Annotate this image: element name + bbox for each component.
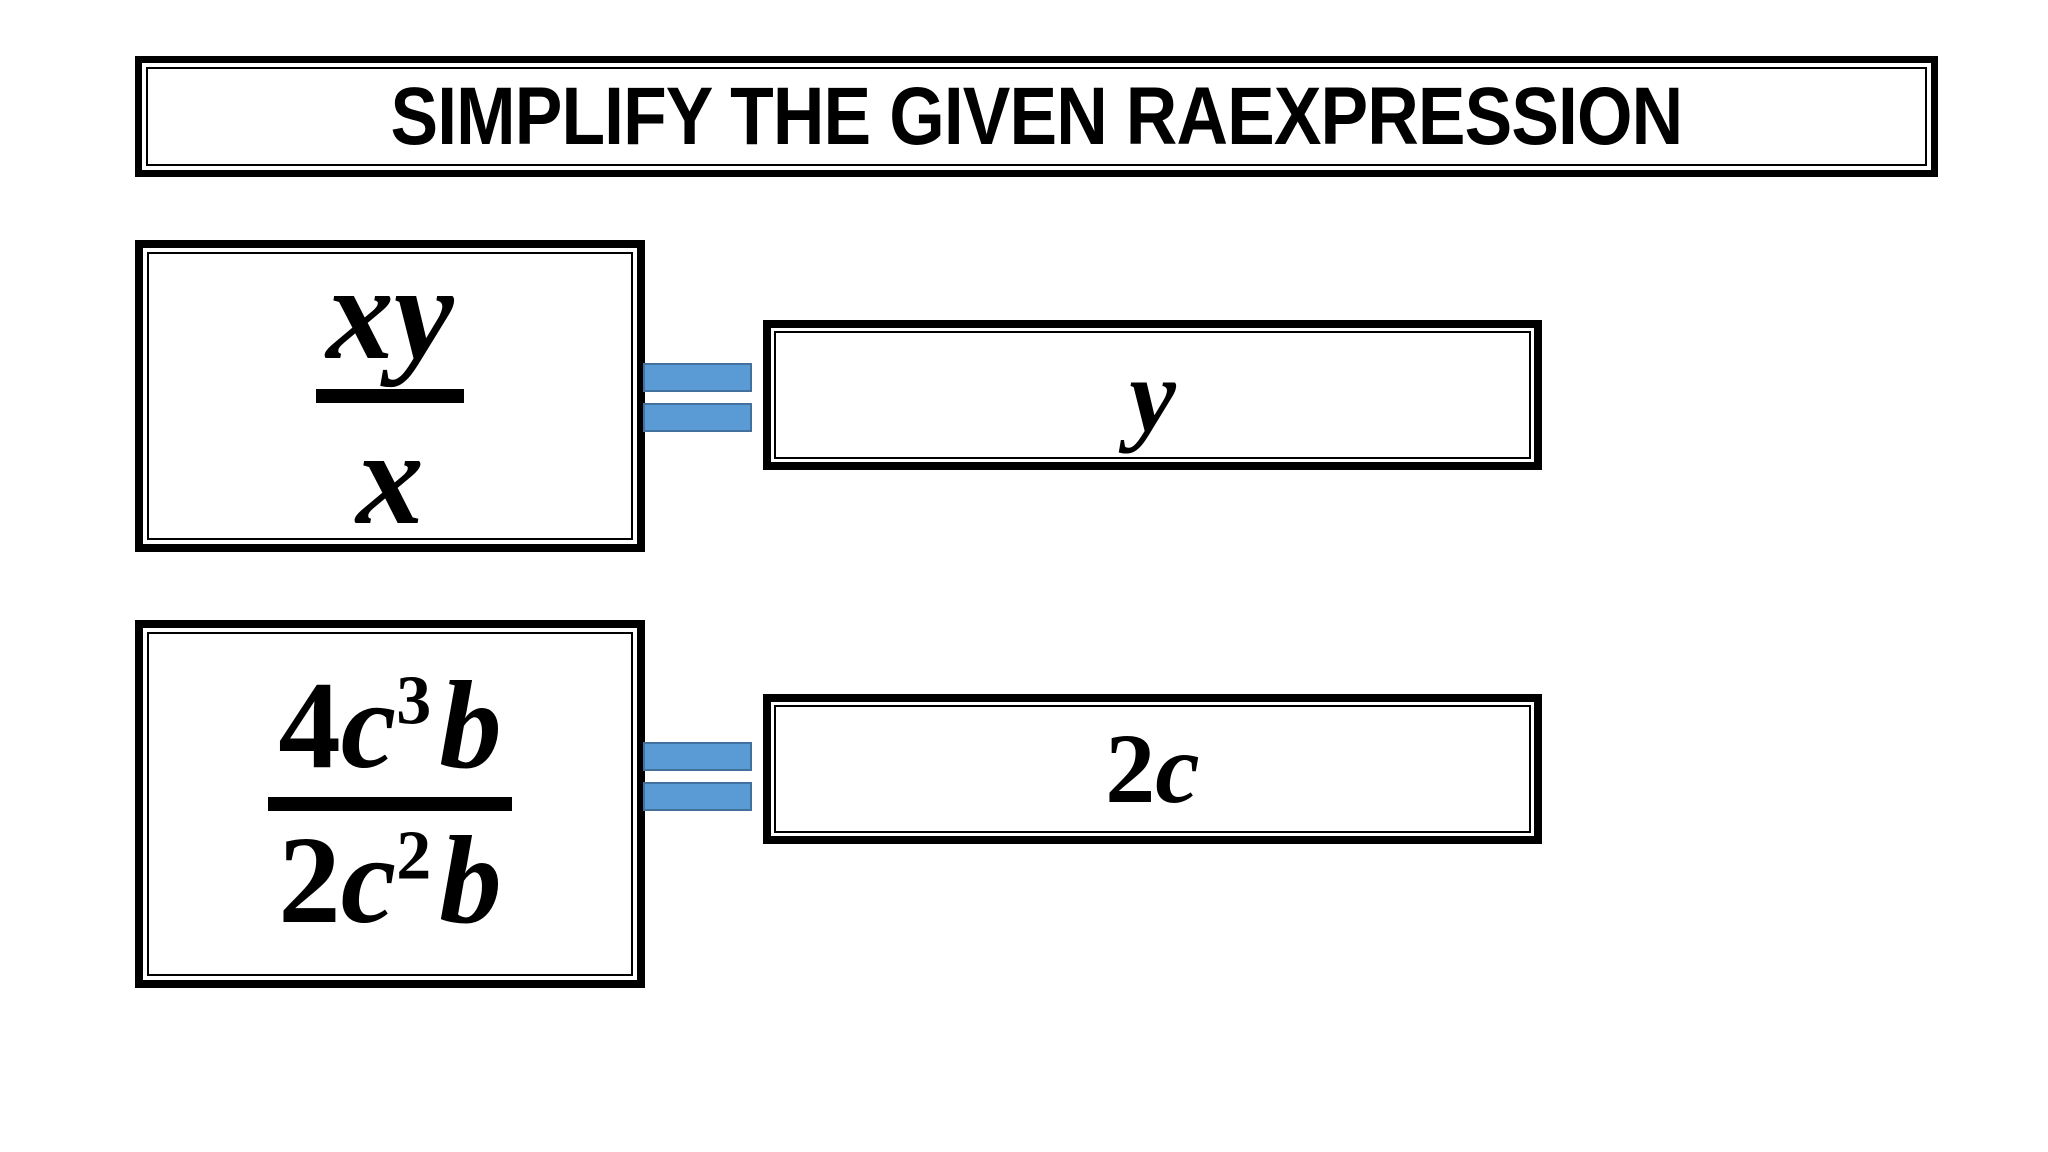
numerator-coefficient: 4 <box>278 657 341 795</box>
answer-coefficient: 2 <box>1105 713 1156 824</box>
problem-2-denominator: 2c2b <box>268 819 511 944</box>
fraction-bar <box>316 389 464 403</box>
denominator-exponent: 2 <box>396 817 432 895</box>
numerator-variable: c <box>340 657 397 795</box>
equals-bar-top <box>643 742 752 771</box>
numerator-variable2: b <box>439 657 502 795</box>
problem-2-answer-box: 2c <box>763 694 1542 844</box>
equals-bar-bottom <box>643 403 752 432</box>
answer-variable: c <box>1155 713 1200 824</box>
problem-1-answer: y <box>1129 336 1176 454</box>
problem-1-numerator: xy <box>326 239 454 388</box>
numerator-exponent: 3 <box>396 662 432 740</box>
problem-1-answer-box: y <box>763 320 1542 470</box>
problem-1-answer-inner: y <box>774 331 1531 459</box>
problem-1-denominator: x <box>356 404 424 553</box>
equals-icon <box>643 363 752 432</box>
problem-1-fraction: xy x <box>316 239 464 553</box>
problem-2-fraction: 4c3b 2c2b <box>268 664 512 944</box>
title-box-inner: SIMPLIFY THE GIVEN RAEXPRESSION <box>146 67 1927 166</box>
equals-icon <box>643 742 752 811</box>
problem-1-expression-inner: xy x <box>147 246 633 546</box>
equals-bar-bottom <box>643 782 752 811</box>
denominator-coefficient: 2 <box>278 812 341 950</box>
problem-2-answer-inner: 2c <box>774 705 1531 833</box>
problem-1-expression-box: xy x <box>135 240 645 552</box>
title-box: SIMPLIFY THE GIVEN RAEXPRESSION <box>135 56 1938 177</box>
fraction-bar <box>268 797 512 811</box>
denominator-variable2: b <box>439 812 502 950</box>
page-title: SIMPLIFY THE GIVEN RAEXPRESSION <box>390 70 1684 162</box>
problem-2-expression-inner: 4c3b 2c2b <box>147 632 633 976</box>
problem-2-expression-box: 4c3b 2c2b <box>135 620 645 988</box>
problem-2-numerator: 4c3b <box>268 664 511 789</box>
denominator-variable: c <box>340 812 397 950</box>
problem-2-answer: 2c <box>1105 719 1199 819</box>
equals-bar-top <box>643 363 752 392</box>
